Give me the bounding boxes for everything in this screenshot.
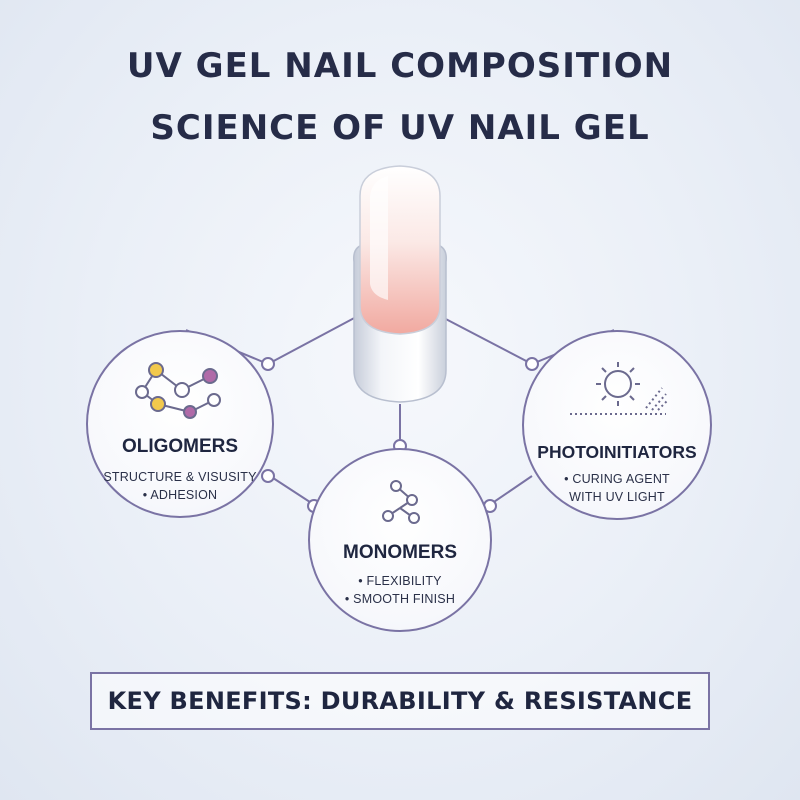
connector-node (525, 357, 539, 371)
page-title: UV GEL NAIL COMPOSITION (126, 46, 674, 86)
key-benefits-box: KEY BENEFITS: DURABILITY & RESISTANCE (90, 672, 710, 730)
photoinitiators-heading: PHOTOINITIATORS (537, 442, 697, 462)
oligomers-bullet-2: • ADHESION (142, 488, 218, 502)
page-subtitle: SCIENCE OF UV NAIL GEL (150, 108, 650, 148)
key-benefits-text: KEY BENEFITS: DURABILITY & RESISTANCE (107, 687, 693, 715)
connector-node (261, 357, 275, 371)
photoinitiators-circle: PHOTOINITIATORS • CURING AGENT WITH UV L… (522, 330, 712, 520)
photoinitiators-bullet-1: • CURING AGENT (564, 472, 670, 486)
oligomers-bullet-1: STRUCTURE & VISUSITY (103, 470, 257, 484)
molecule-chain-icon (135, 362, 221, 419)
monomers-bullet-2: • SMOOTH FINISH (344, 592, 456, 606)
uv-sun-icon (570, 362, 669, 415)
monomers-circle: MONOMERS • FLEXIBILITY • SMOOTH FINISH (308, 448, 492, 632)
monomers-heading: MONOMERS (343, 542, 457, 563)
molecule-icon (382, 480, 420, 524)
connector-node (261, 469, 275, 483)
oligomers-heading: OLIGOMERS (121, 436, 239, 457)
photoinitiators-bullet-2: WITH UV LIGHT (569, 490, 665, 504)
nail-illustration (353, 165, 447, 403)
nail-highlight (370, 176, 388, 300)
monomers-bullet-1: • FLEXIBILITY (358, 574, 442, 588)
oligomers-circle: OLIGOMERS STRUCTURE & VISUSITY • ADHESIO… (86, 330, 274, 518)
